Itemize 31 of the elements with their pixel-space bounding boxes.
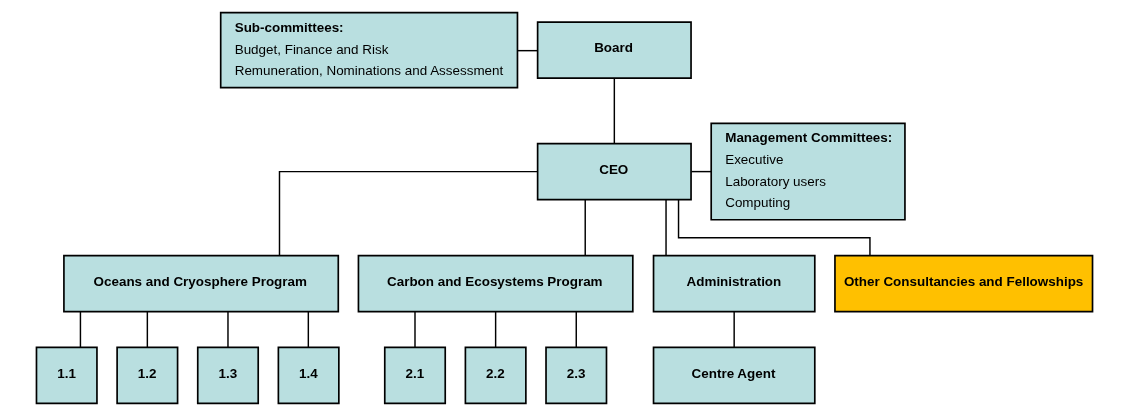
connector (665, 199, 667, 257)
connector (690, 170, 712, 173)
node-box: Sub-committees: Budget, Finance and Risk Remuneration, Nominations and Assessment (219, 11, 519, 89)
node-box: Other Consultancies and Fellowships (834, 254, 1094, 313)
node-box: Centre Agent (652, 346, 816, 405)
node-box: 1.2 (116, 346, 179, 405)
connector (677, 198, 871, 256)
node-box: Carbon and Ecosystems Program (357, 254, 634, 313)
connector (517, 49, 539, 52)
connector (79, 310, 82, 348)
node-box: 2.3 (545, 346, 608, 405)
node-box: 1.4 (277, 346, 340, 405)
node-box: Oceans and Cryosphere Program (63, 254, 340, 313)
connector (613, 77, 616, 145)
node-box: CEO (536, 142, 692, 201)
node-box: 2.1 (383, 346, 447, 405)
connector (278, 170, 539, 257)
connector (575, 310, 577, 348)
connector (584, 199, 586, 257)
node-box: Management Committees: Executive Laboratory users Computing (710, 122, 906, 221)
connector (146, 310, 149, 348)
node-box: 1.1 (35, 346, 98, 405)
connector (414, 310, 416, 348)
connector (494, 310, 497, 348)
node-box: 1.3 (196, 346, 260, 405)
connector (733, 310, 735, 348)
node-box: 2.2 (464, 346, 527, 405)
connector (227, 310, 229, 348)
connector (307, 310, 310, 348)
node-box: Administration (652, 254, 816, 313)
node-box: Board (536, 21, 692, 79)
